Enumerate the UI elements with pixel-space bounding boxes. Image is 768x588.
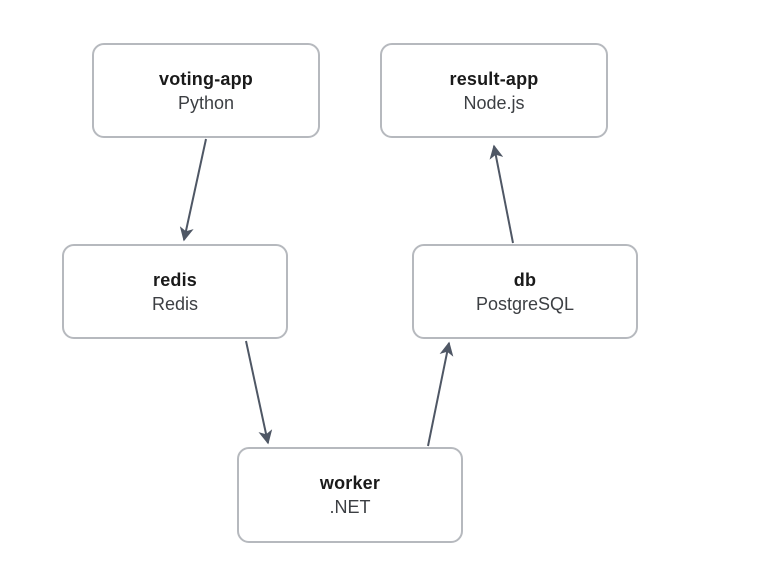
node-title: result-app [449,68,539,89]
node-subtitle: Redis [151,293,199,314]
node-worker: worker .NET [237,447,463,543]
edge-db-to-result-app [489,144,514,244]
edge-redis-to-worker [245,340,273,445]
edge-worker-to-db [427,341,454,447]
node-title: db [513,269,537,290]
node-subtitle: PostgreSQL [475,293,575,314]
node-subtitle: .NET [329,497,371,517]
node-title: redis [152,269,198,290]
edge-voting-app-to-redis [179,138,207,242]
node-title: worker [319,473,381,493]
node-title: voting-app [159,68,253,89]
node-subtitle: Python [177,92,235,113]
node-subtitle: Node.js [463,92,525,113]
